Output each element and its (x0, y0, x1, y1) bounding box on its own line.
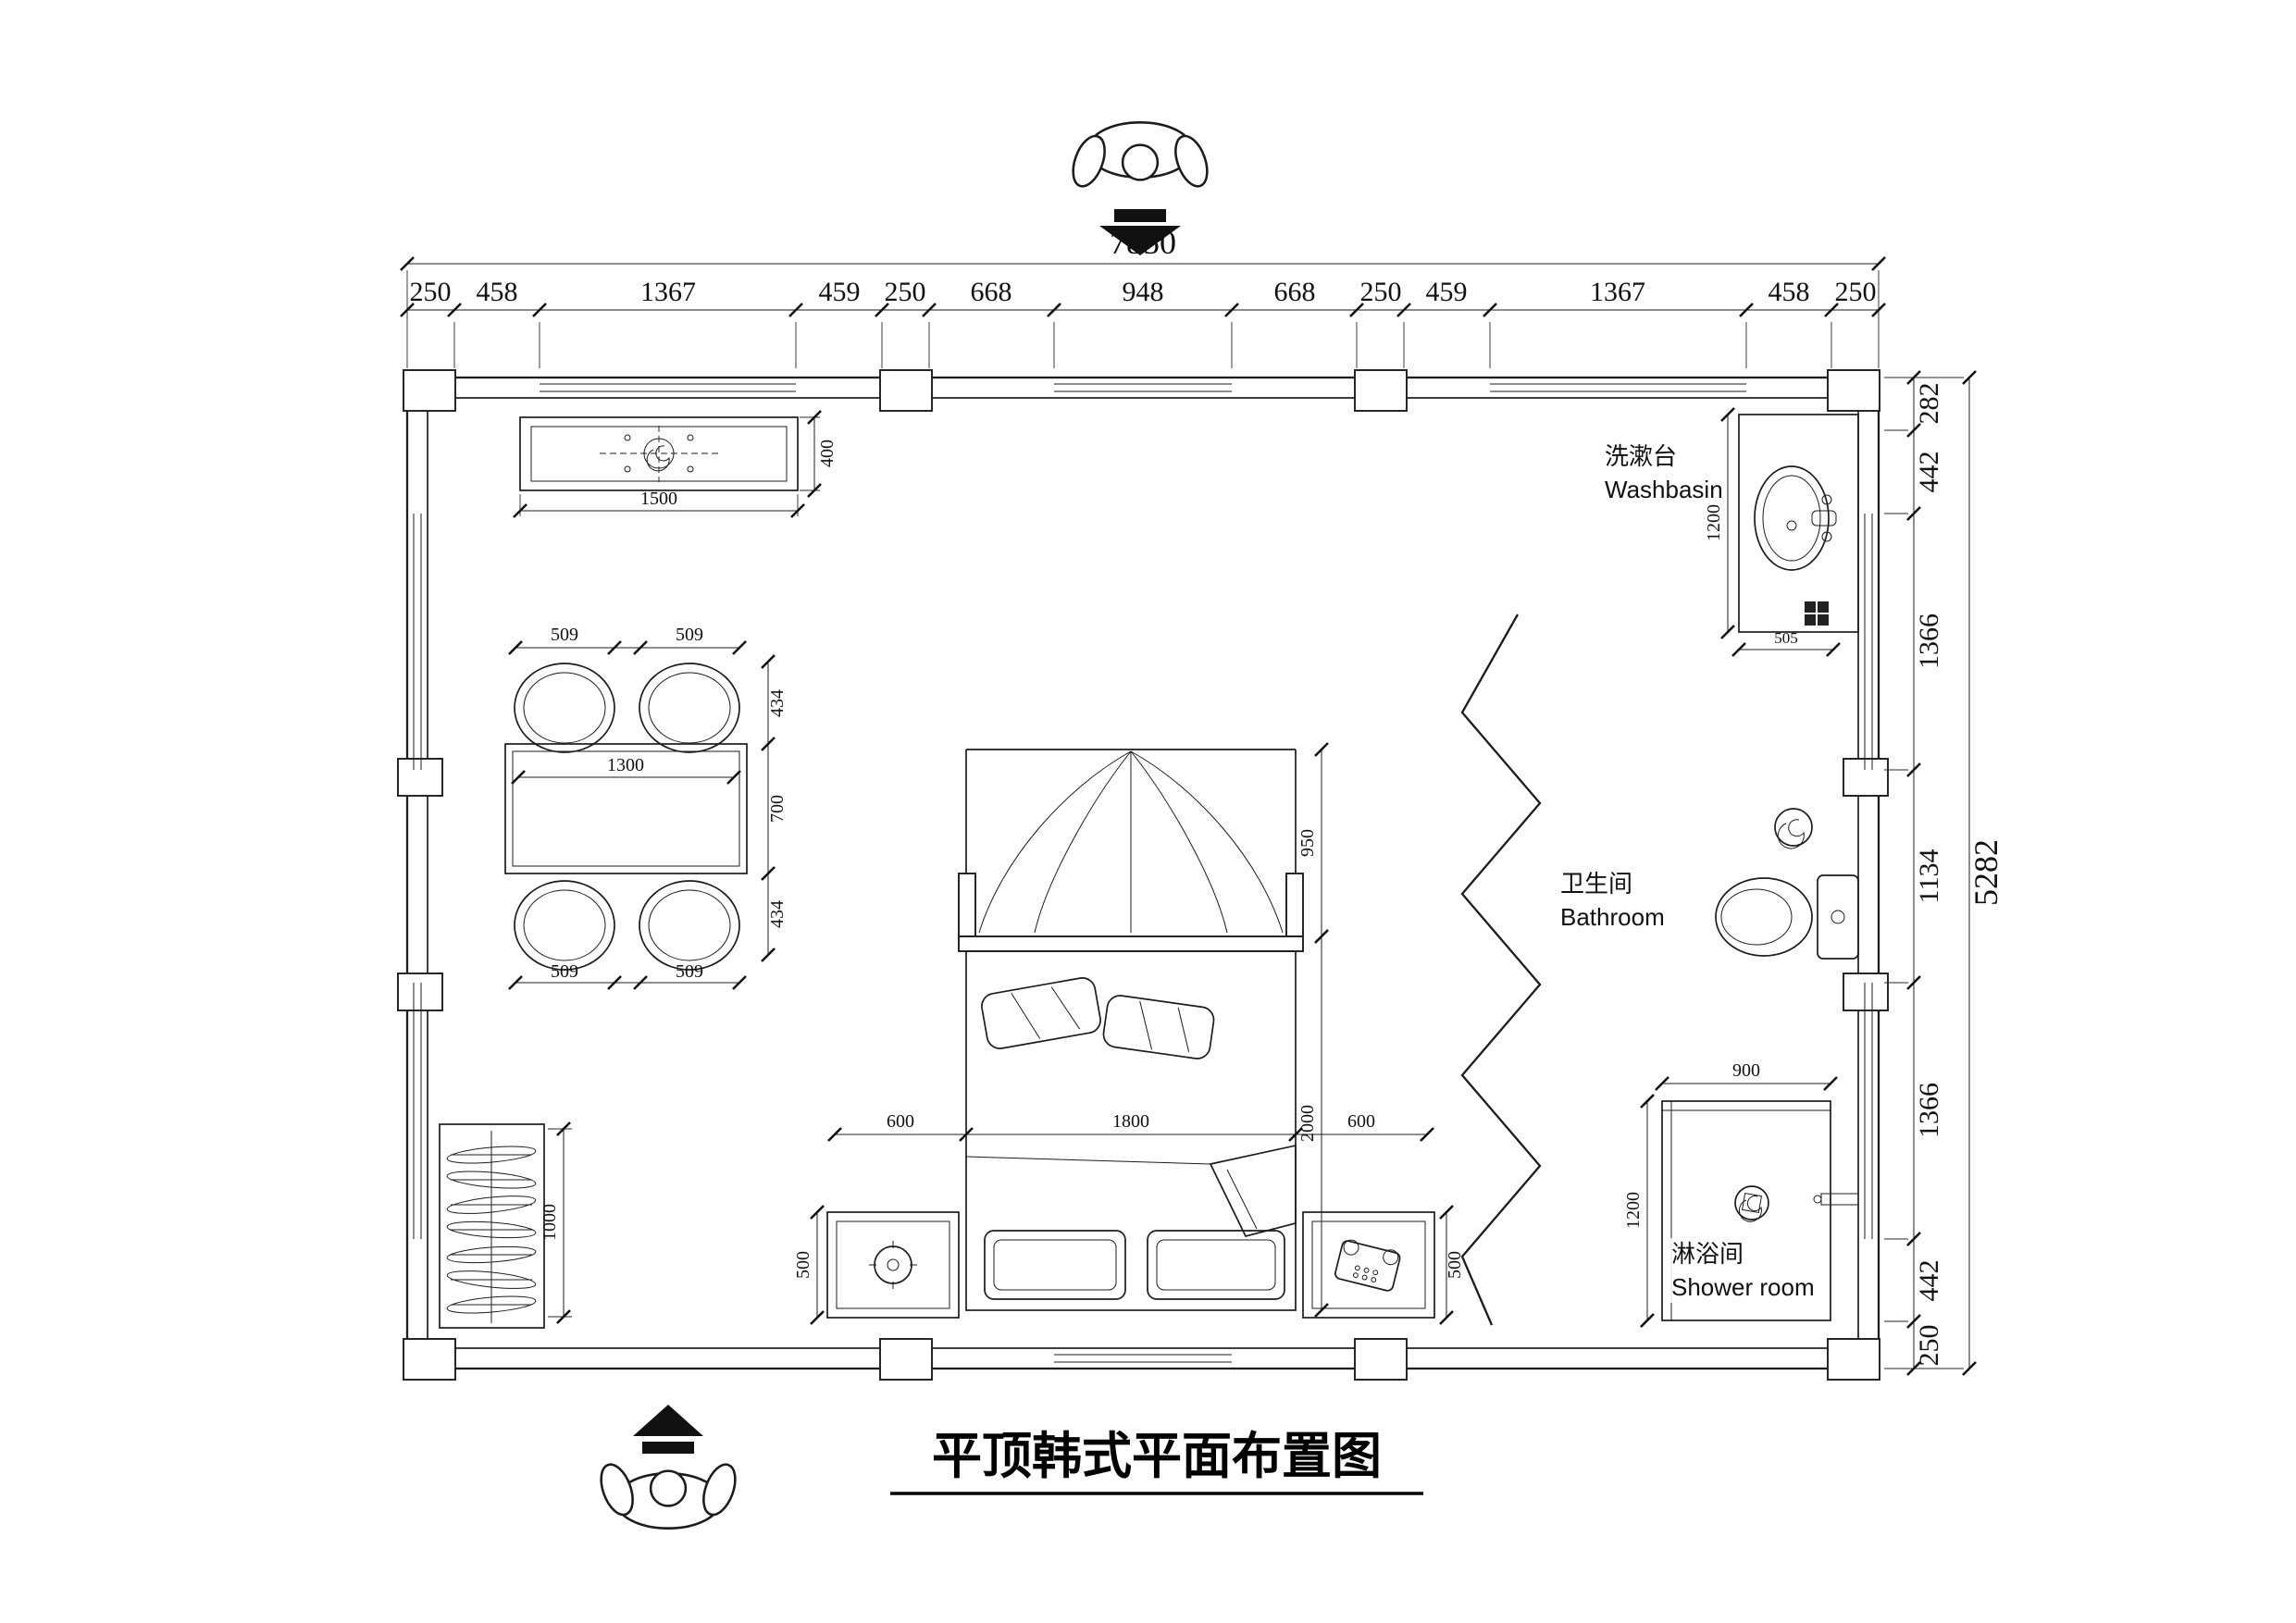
entry-arrow-up-icon (633, 1405, 703, 1436)
entry-bottom (593, 1405, 743, 1530)
wardrobe: 1000 (439, 1121, 572, 1329)
folding-partition (1460, 613, 1542, 1326)
dim-nightstand-left-depth: 500 (793, 1251, 813, 1279)
dim-right-3: 1134 (1914, 849, 1944, 904)
shower-room: 900 1200 (1623, 1060, 1859, 1329)
dim-bed-width: 1800 (1112, 1111, 1149, 1132)
dim-washbasin-counter-length: 1200 (1704, 504, 1724, 541)
dim-bed-length: 2000 (1297, 1105, 1318, 1142)
drawing-title-block: 平顶韩式平面布置图 (890, 1429, 1423, 1495)
shower-valve-icon (1820, 1193, 1859, 1206)
dim-top-7: 668 (1274, 277, 1316, 307)
telephone-icon (1334, 1239, 1401, 1292)
dim-nightstand-right-width: 600 (1347, 1111, 1375, 1132)
dim-top-0: 250 (410, 277, 452, 307)
dim-right-4: 1366 (1914, 1083, 1944, 1138)
toilet (1715, 874, 1859, 960)
entry-top (1065, 121, 1215, 255)
dim-top-6: 948 (1123, 277, 1164, 307)
windows (413, 383, 1873, 1363)
label-bathroom-zh: 卫生间 (1560, 870, 1632, 898)
dim-chair-top-right: 509 (676, 625, 703, 645)
dim-right-2: 1366 (1914, 613, 1944, 669)
dim-wardrobe-depth: 1000 (540, 1204, 560, 1241)
dim-right-5: 442 (1914, 1260, 1944, 1302)
pillows (981, 977, 1215, 1059)
label-washbasin-zh: 洗漱台 (1605, 442, 1677, 470)
blanket-edge (965, 1156, 1211, 1165)
dim-top-11: 458 (1769, 277, 1810, 307)
floor-drain-icon (1774, 808, 1813, 849)
nightstand-left (826, 1211, 960, 1319)
dim-overall-height: 5282 (1967, 839, 2004, 906)
dim-top-5: 668 (971, 277, 1012, 307)
dim-chair-top-left: 509 (551, 625, 578, 645)
person-bottom-icon (593, 1458, 743, 1530)
dim-seat-depth-bottom: 434 (767, 900, 788, 928)
dim-right-1: 442 (1914, 452, 1944, 493)
label-bathroom-en: Bathroom (1560, 903, 1665, 931)
bed (965, 950, 1297, 1311)
dim-chair-bottom-right: 509 (676, 961, 703, 982)
dim-top-4: 250 (885, 277, 926, 307)
faucet-icon (1811, 510, 1837, 527)
dim-right-6: 250 (1914, 1325, 1944, 1367)
dim-canopy-depth: 950 (1297, 829, 1318, 857)
dim-top-9: 459 (1426, 277, 1468, 307)
exterior-walls (405, 376, 1880, 1370)
label-shower-en: Shower room (1671, 1273, 1815, 1301)
label-washbasin-en: Washbasin (1605, 476, 1723, 503)
dim-ceiling-light-depth: 400 (817, 440, 838, 467)
bed-dimensions: 600 1800 600 950 2000 500 500 (793, 741, 1465, 1326)
dim-seat-depth-top: 434 (767, 689, 788, 717)
person-top-icon (1065, 121, 1215, 192)
dim-right-0: 282 (1914, 383, 1944, 425)
label-shower-zh: 淋浴间 (1671, 1240, 1744, 1268)
entry-arrow-down-icon (1099, 226, 1181, 255)
dim-shower-width: 900 (1732, 1060, 1760, 1081)
dim-top-10: 1367 (1590, 277, 1645, 307)
dim-top-8: 250 (1360, 277, 1402, 307)
dim-top-1: 458 (477, 277, 518, 307)
drawing-title: 平顶韩式平面布置图 (932, 1429, 1382, 1484)
dim-table-width: 1300 (607, 755, 644, 775)
washbasin-counter: 1200 505 (1704, 406, 1859, 658)
dimension-chain-right: 282 442 1366 1134 1366 442 250 5282 (1884, 369, 2004, 1377)
dim-top-3: 459 (819, 277, 861, 307)
dim-nightstand-left-width: 600 (887, 1111, 914, 1132)
nightstand-right (1302, 1211, 1435, 1319)
dining-set: 509 509 509 509 434 700 434 1300 (504, 625, 788, 991)
table-lamp-icon (874, 1245, 912, 1284)
room-labels: 洗漱台 Washbasin 卫生间 Bathroom 淋浴间 Shower ro… (1560, 442, 1829, 1303)
blanket-fold (1209, 1144, 1297, 1237)
dim-ceiling-light-width: 1500 (640, 489, 677, 509)
shower-head-icon (1734, 1185, 1769, 1220)
foot-cushions (984, 1230, 1285, 1300)
ceiling-light: 1500 400 (512, 409, 838, 519)
dim-top-2: 1367 (640, 277, 696, 307)
dim-shower-depth: 1200 (1623, 1192, 1644, 1229)
dim-nightstand-right-depth: 500 (1445, 1251, 1465, 1279)
dimension-chain-top: 7850 250 458 1367 459 250 668 948 668 25… (399, 224, 1887, 368)
basin-drain-icon (1786, 520, 1797, 531)
structural-columns (397, 369, 1889, 1381)
dim-chair-bottom-left: 509 (551, 961, 578, 982)
dim-washbasin-counter-width: 505 (1774, 629, 1798, 647)
dim-table-length: 700 (767, 795, 788, 823)
dim-top-12: 250 (1835, 277, 1877, 307)
bed-canopy (958, 749, 1304, 952)
